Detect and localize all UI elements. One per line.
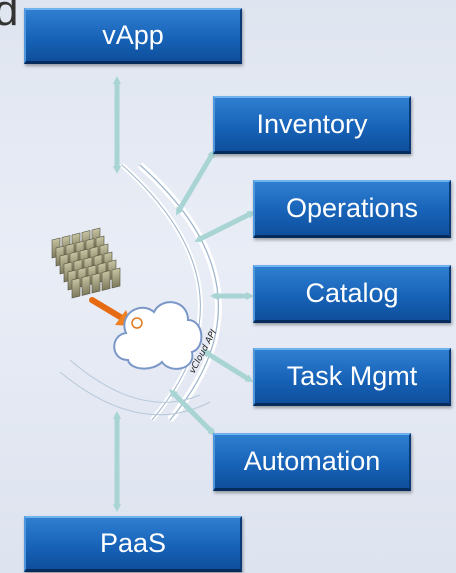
server-unit [101,270,111,291]
inventory-box[interactable]: Inventory [213,96,411,154]
arrow-operations [194,210,256,243]
server-unit [111,267,121,289]
cloud-icon [113,301,203,370]
api-ring-arcs [59,162,222,423]
corner-fragment-text: d [0,0,19,35]
operations-box[interactable]: Operations [253,180,451,238]
vapp-box[interactable]: vApp [24,8,242,64]
server-unit [91,272,101,294]
task-mgmt-box[interactable]: Task Mgmt [253,348,451,406]
server-unit [71,277,81,299]
server-unit [81,275,91,296]
arrow-automation [169,389,216,436]
connector-arrows [113,76,256,512]
arrow-inventory [175,149,216,216]
catalog-box[interactable]: Catalog [253,265,451,323]
paas-box[interactable]: PaaS [24,516,242,572]
server-rack-grid-icon [51,227,121,299]
arrow-taskmgmt [201,349,254,383]
automation-box[interactable]: Automation [213,433,411,491]
